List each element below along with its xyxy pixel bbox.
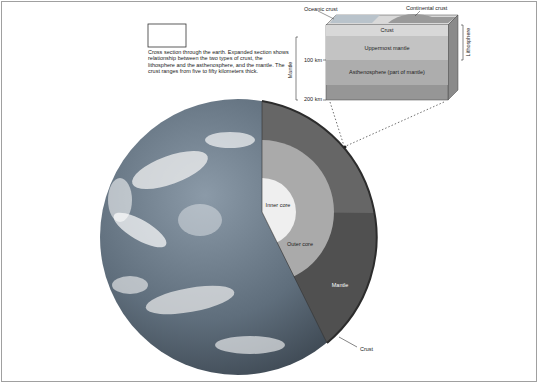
band-label: Uppermost mantle	[362, 45, 413, 51]
figure-caption: Cross section through the earth. Expande…	[148, 49, 290, 75]
part-label: Lithosphere	[465, 28, 471, 57]
depth-label: 100 km	[304, 57, 322, 63]
part-label: Crust	[360, 346, 373, 352]
expansion-point	[344, 146, 347, 149]
depth-label: 200 km	[304, 96, 322, 102]
clouds	[108, 132, 285, 354]
part-label: Mantle	[287, 62, 293, 79]
crust-rim	[262, 101, 377, 343]
empty-box	[148, 24, 186, 47]
inset-front	[326, 25, 448, 100]
part-label: Oceanic crust	[304, 6, 338, 12]
band-label: Asthenosphere (part of mantle)	[346, 69, 428, 75]
mantle-band: Uppermost mantle	[326, 36, 448, 60]
part-label: Inner core	[266, 202, 291, 208]
part-label: Continental crust	[406, 5, 447, 11]
tick	[323, 100, 326, 101]
inset-side	[448, 15, 458, 100]
bracket	[461, 25, 463, 60]
continent-surface	[388, 14, 456, 23]
band-label: Crust	[377, 27, 396, 33]
crust-band: Crust	[326, 25, 448, 36]
part-label: Outer core	[287, 241, 313, 247]
part-label: Mantle	[332, 282, 349, 288]
expansion-line	[330, 102, 344, 146]
leader-line	[339, 337, 357, 347]
bracket	[296, 37, 298, 100]
ocean-surface	[330, 15, 380, 23]
cut-edge	[262, 212, 327, 343]
leader-line	[318, 11, 334, 19]
expansion-line	[346, 102, 444, 146]
asthenosphere-band: Asthenosphere (part of mantle)	[326, 60, 448, 85]
globe	[100, 99, 376, 375]
leader-line	[415, 11, 420, 16]
cut-edge	[262, 101, 263, 212]
